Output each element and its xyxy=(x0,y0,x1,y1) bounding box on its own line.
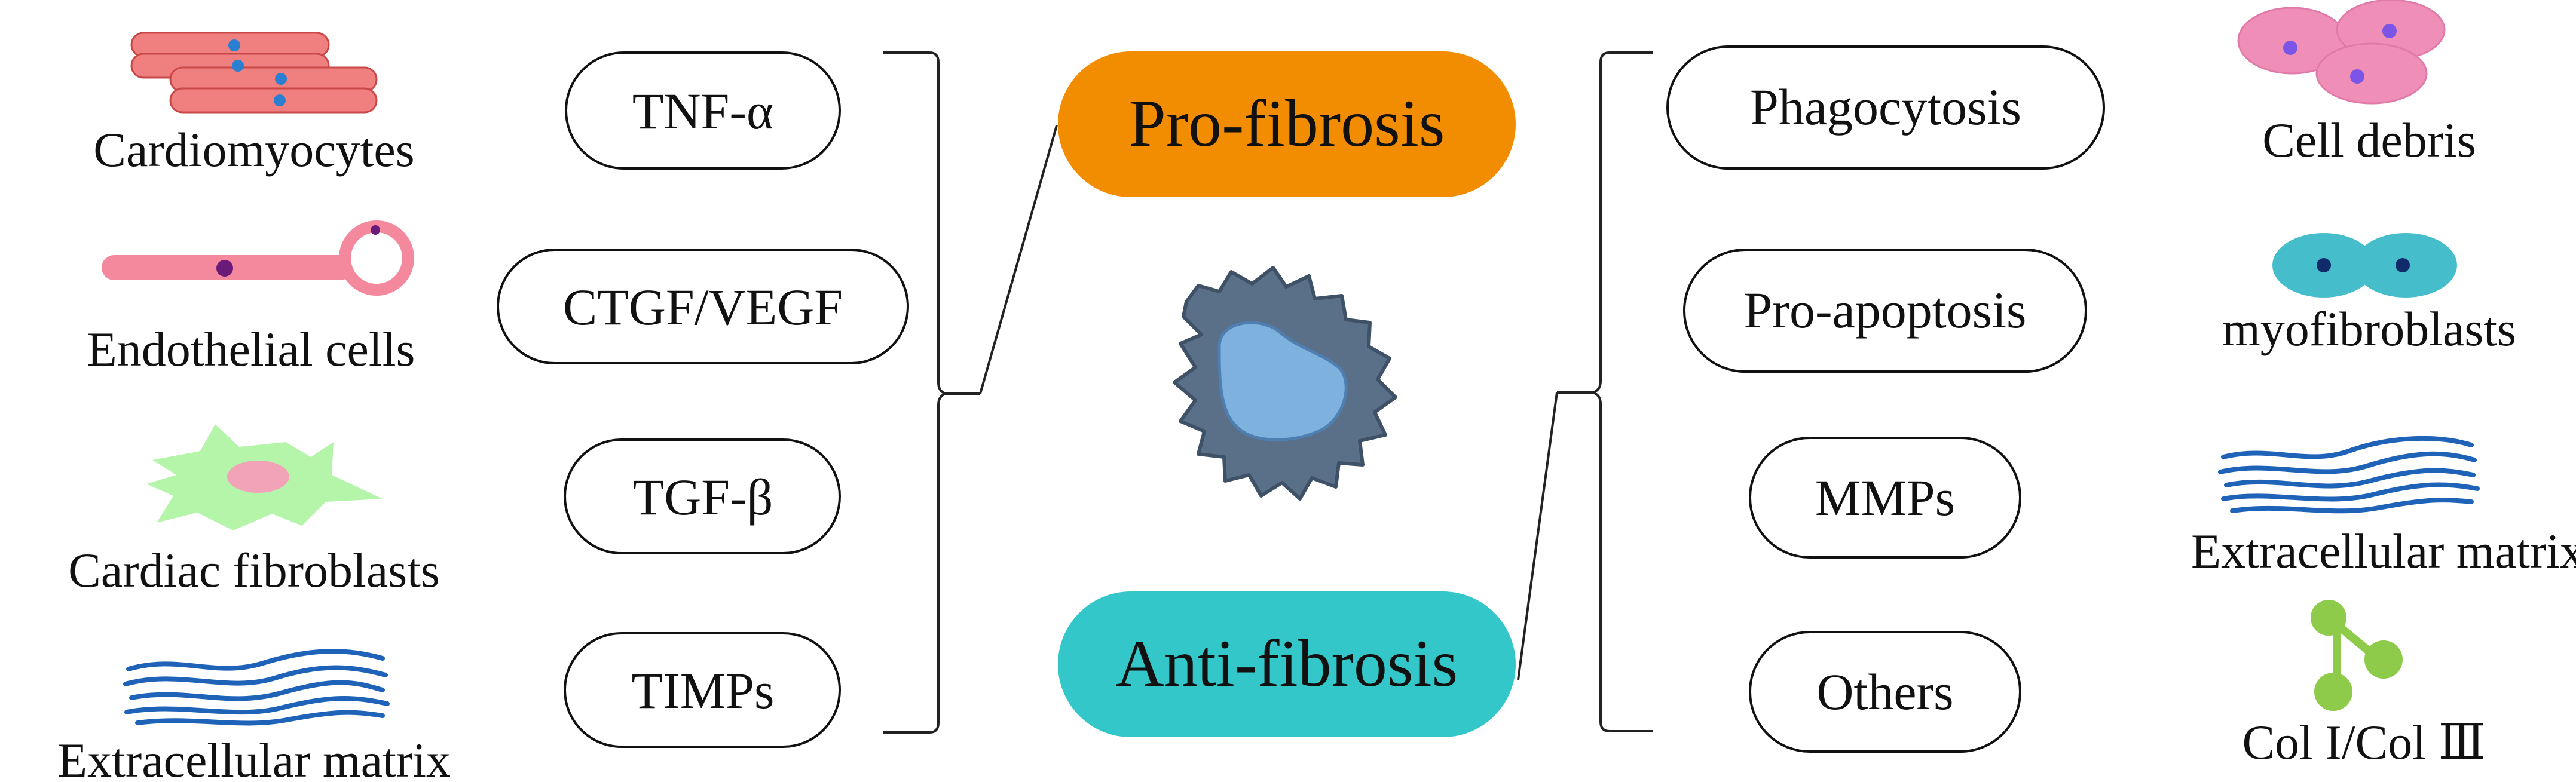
connector-from-anti-fibrosis xyxy=(1517,392,1558,680)
factor-pill-tnf-alpha: TNF-α xyxy=(565,51,841,170)
factor-label: CTGF/VEGF xyxy=(563,278,843,336)
cardiomyocyte-icon xyxy=(130,32,378,114)
label-myofibroblasts: myofibroblasts xyxy=(2222,302,2516,356)
function-label: Pro-apoptosis xyxy=(1744,281,2027,339)
endothelial-cell-icon xyxy=(102,220,414,296)
connector-to-pro-fibrosis xyxy=(979,125,1058,394)
anti-fibrosis-label: Anti-fibrosis xyxy=(1116,627,1458,701)
myofibroblast-icon xyxy=(2272,233,2457,298)
function-pill-phagocytosis: Phagocytosis xyxy=(1666,45,2105,170)
label-endothelial-cells: Endothelial cells xyxy=(87,322,415,376)
ecm-fibers-icon xyxy=(123,649,390,726)
label-cell-debris: Cell debris xyxy=(2262,113,2476,167)
label-cardiac-fibroblasts: Cardiac fibroblasts xyxy=(68,543,440,597)
factor-label: TGF-β xyxy=(633,468,773,526)
ecm-fibers-icon-right xyxy=(2218,436,2480,514)
factor-pill-timps: TIMPs xyxy=(564,632,841,748)
macrophage-icon xyxy=(1173,266,1397,501)
fibroblast-icon xyxy=(146,424,383,530)
right-brace xyxy=(1589,51,1653,732)
factor-pill-ctgf-vegf: CTGF/VEGF xyxy=(497,249,909,364)
collagen-icon xyxy=(2311,600,2403,711)
factor-pill-tgf-beta: TGF-β xyxy=(564,438,841,554)
function-label: Others xyxy=(1816,663,1953,720)
function-pill-pro-apoptosis: Pro-apoptosis xyxy=(1683,249,2087,373)
function-label: MMPs xyxy=(1815,469,1955,526)
label-extracellular-matrix-right: Extracellular matrix xyxy=(2191,524,2576,578)
pro-fibrosis-label: Pro-fibrosis xyxy=(1129,87,1445,161)
left-brace xyxy=(883,51,950,734)
anti-fibrosis-box: Anti-fibrosis xyxy=(1058,591,1516,737)
function-pill-others: Others xyxy=(1749,631,2021,753)
factor-label: TIMPs xyxy=(632,662,775,719)
factor-label: TNF-α xyxy=(632,82,773,140)
function-label: Phagocytosis xyxy=(1750,78,2021,136)
function-pill-mmps: MMPs xyxy=(1749,437,2021,559)
cell-debris-icon xyxy=(2237,0,2446,105)
label-extracellular-matrix-left: Extracellular matrix xyxy=(57,733,451,782)
pro-fibrosis-box: Pro-fibrosis xyxy=(1058,51,1516,197)
label-collagen: Col I/Col Ⅲ xyxy=(2242,715,2485,769)
label-cardiomyocytes: Cardiomyocytes xyxy=(93,122,414,177)
